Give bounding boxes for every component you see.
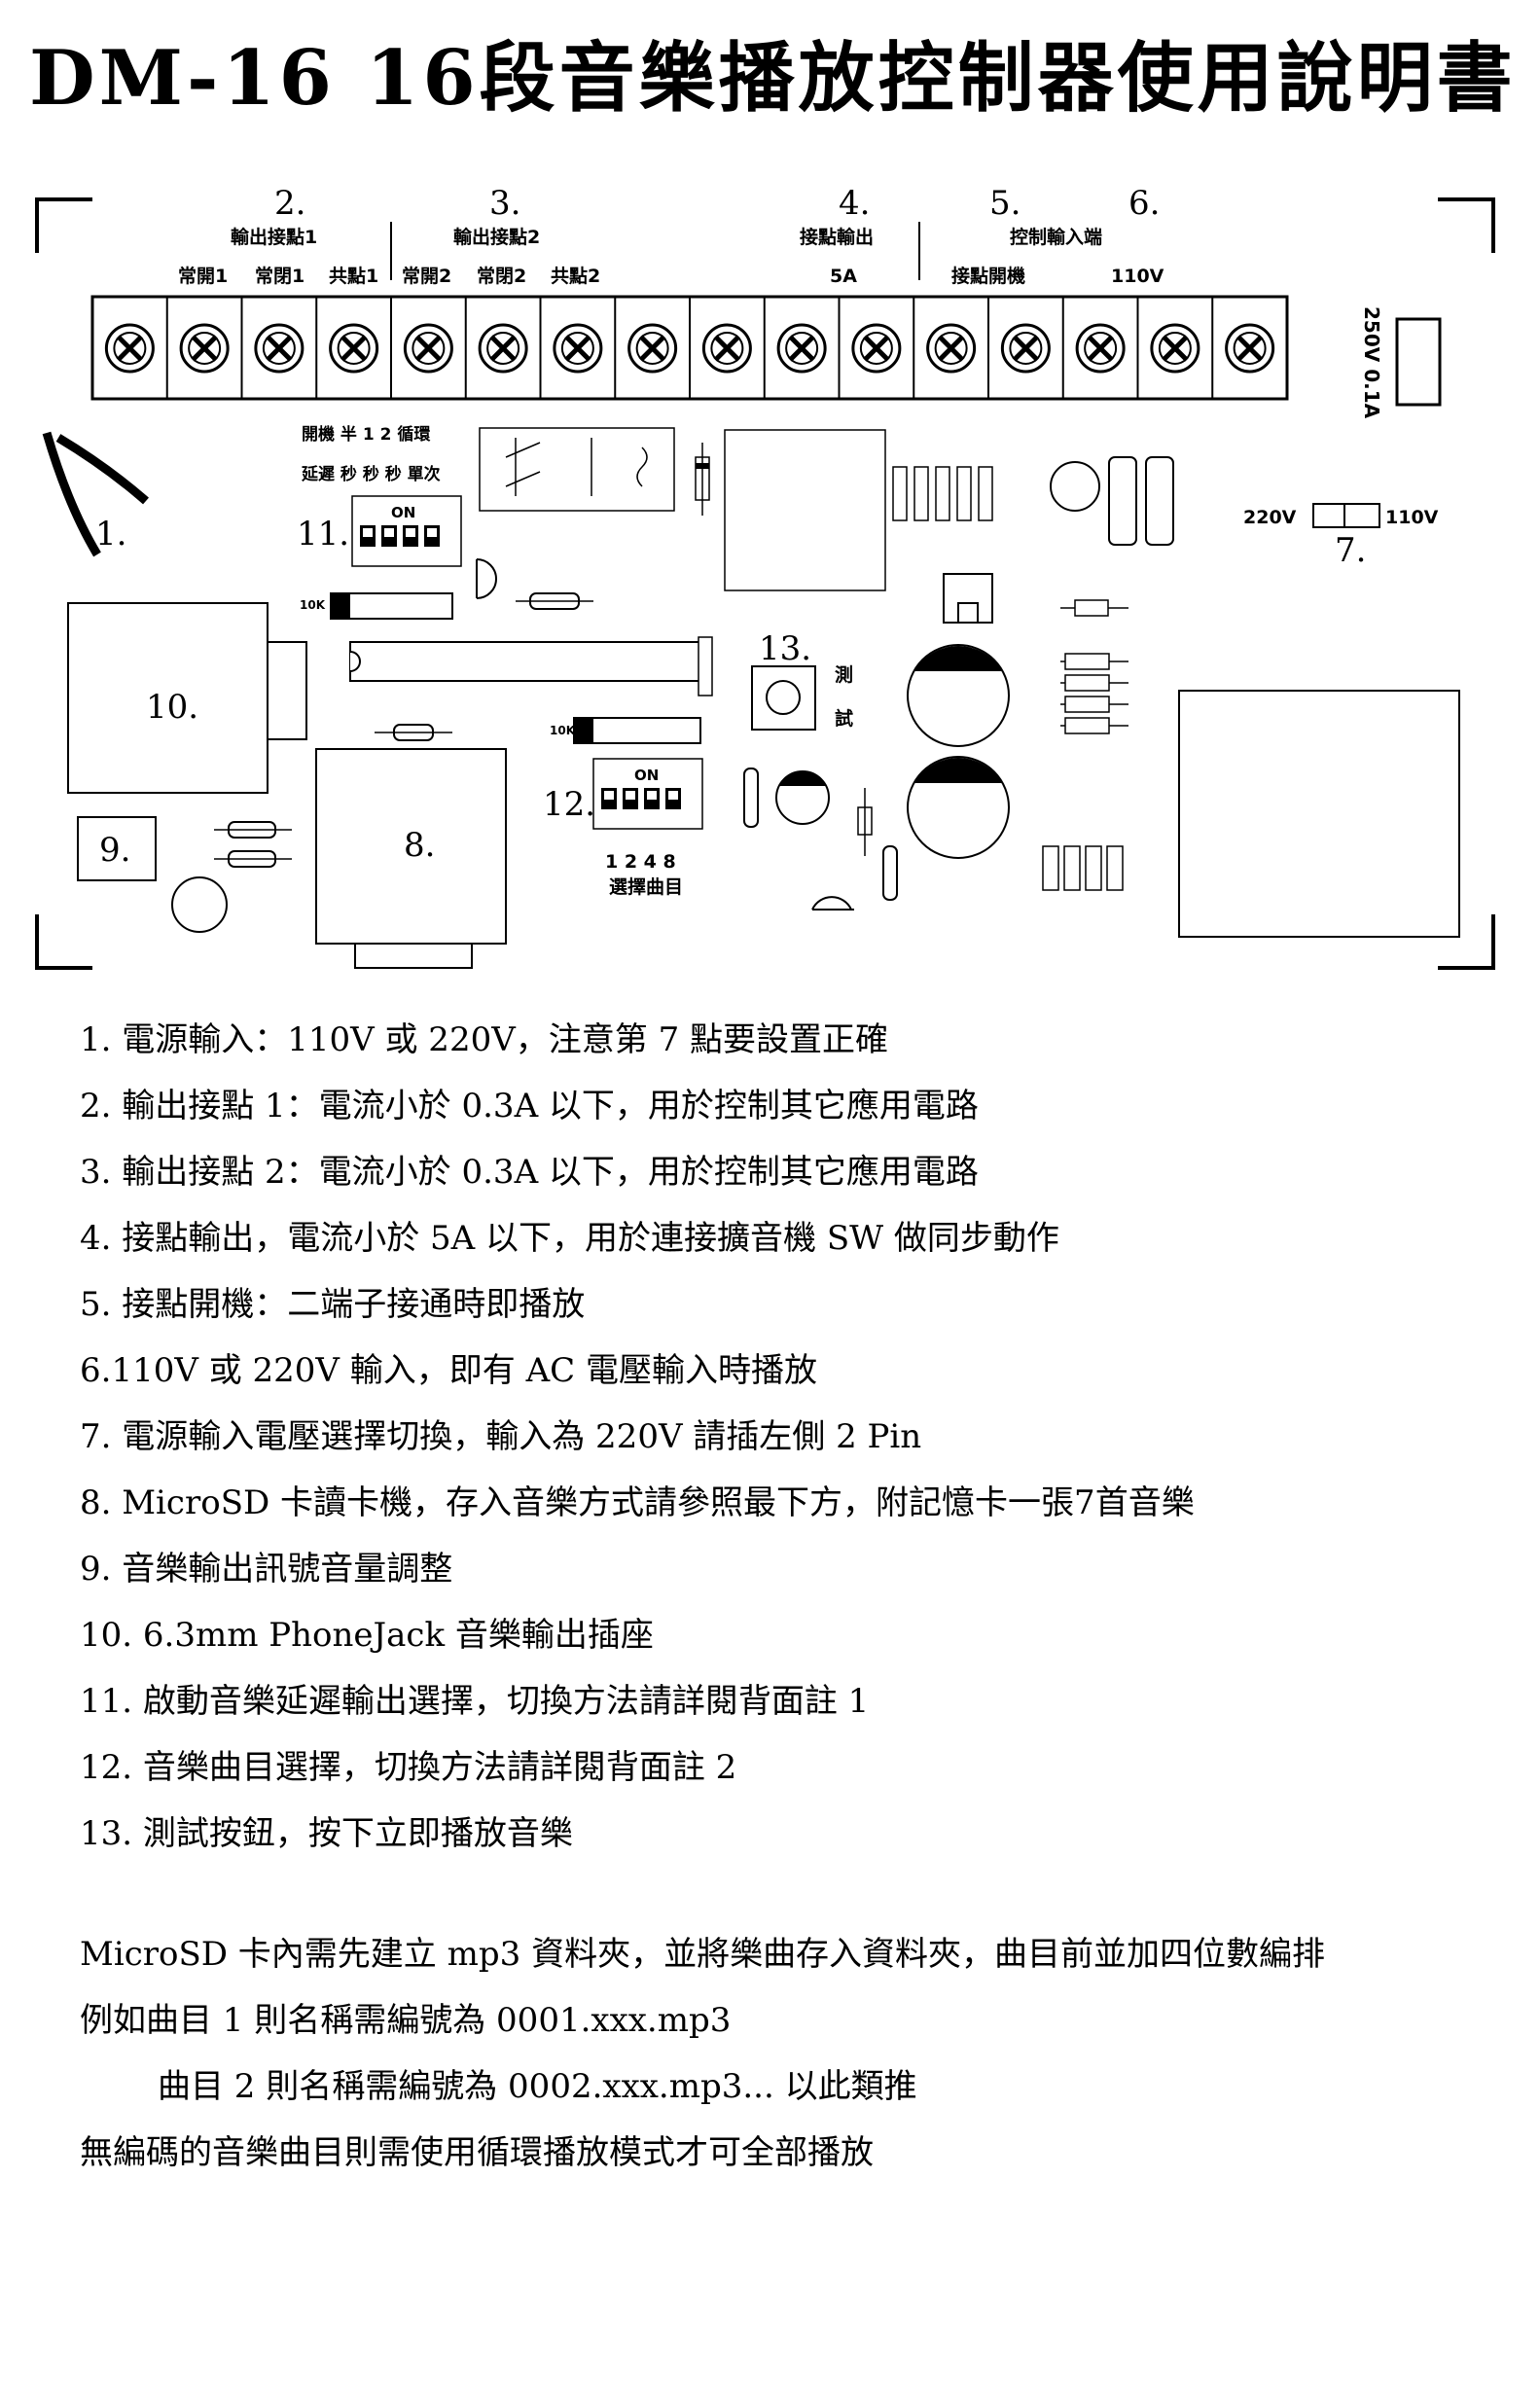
group-control-input: 控制輸入端 [1010, 226, 1102, 248]
note-5: 5. 接點開機：二端子接通時即播放 [80, 1285, 586, 1324]
terminal-screw [689, 297, 752, 399]
volume-pot [77, 816, 157, 881]
page-title: DM-16 16段音樂播放控制器使用說明書 [29, 34, 1517, 123]
callout-7: 7. [1335, 531, 1366, 570]
terminal-screw [104, 323, 155, 374]
svg-text:10K: 10K [550, 724, 576, 737]
relay [479, 427, 675, 512]
dip1-label-row1: 開機 半 1 2 循環 [302, 424, 431, 445]
svg-text:試: 試 [835, 707, 853, 730]
callout-13: 13. [759, 629, 811, 668]
instruction-line-2: 例如曲目 1 則名稱需編號為 0001.xxx.mp3 [80, 2001, 732, 2040]
terminal-label-nc1: 常閉1 [255, 265, 304, 287]
note-6: 6.110V 或 220V 輸入，即有 AC 電壓輸入時播放 [80, 1351, 817, 1390]
terminal-screw [1136, 297, 1200, 399]
callout-1: 1. [95, 515, 126, 554]
instruction-line-3: 曲目 2 則名稱需編號為 0002.xxx.mp3... 以此類推 [158, 2067, 917, 2106]
terminal-screw [240, 297, 304, 399]
circuit-board-diagram: 2. 3. 4. 5. 6. 輸出接點1 輸出接點2 接點輸出 控制輸入端 常開… [0, 175, 1540, 1002]
note-13: 13. 測試按鈕，按下立即播放音樂 [80, 1814, 573, 1853]
callout-10: 10. [146, 688, 198, 727]
note-9: 9. 音樂輸出訊號音量調整 [80, 1550, 453, 1589]
feature-notes: 1. 電源輸入：110V 或 220V，注意第 7 點要設置正確 2. 輸出接點… [80, 1007, 1490, 1867]
callout-4: 4. [839, 184, 870, 223]
terminal-screw [838, 297, 902, 399]
note-2: 2. 輸出接點 1：電流小於 0.3A 以下，用於控制其它應用電路 [80, 1087, 979, 1125]
voltage-select-110v: 110V [1385, 507, 1439, 528]
microsd-instructions: MicroSD 卡內需先建立 mp3 資料夾，並將樂曲存入資料夾，曲目前並加四位… [80, 1921, 1500, 2186]
note-11: 11. 啟動音樂延遲輸出選擇，切換方法請詳閱背面註 1 [80, 1682, 870, 1721]
svg-text:ON: ON [634, 767, 659, 784]
fuse-holder [1395, 317, 1442, 407]
voltage-select-220v: 220V [1243, 507, 1297, 528]
terminal-label-com2: 共點2 [551, 265, 600, 287]
note-8: 8. MicroSD 卡讀卡機，存入音樂方式請參照最下方，附記憶卡一張7首音樂 [80, 1483, 1195, 1522]
terminal-screw [913, 297, 977, 399]
svg-text:10K: 10K [300, 598, 326, 612]
callout-12: 12. [543, 785, 595, 824]
terminal-label-contact-start: 接點開機 [951, 265, 1025, 287]
terminal-screw [1061, 297, 1126, 399]
terminal-screw [165, 297, 230, 399]
group-output-1: 輸出接點1 [231, 226, 317, 248]
terminal-screw [390, 297, 453, 399]
terminal-block [90, 295, 1289, 401]
fuse-rating: 250V 0.1A [1360, 306, 1383, 419]
terminal-label-110v: 110V [1111, 266, 1164, 287]
terminal-label-no2: 常開2 [402, 265, 451, 287]
note-7: 7. 電源輸入電壓選擇切換，輸入為 220V 請插左側 2 Pin [80, 1417, 922, 1456]
note-4: 4. 接點輸出，電流小於 5A 以下，用於連接擴音機 SW 做同步動作 [80, 1219, 1059, 1258]
terminal-screw [315, 297, 379, 399]
group-contact-out: 接點輸出 [800, 226, 874, 248]
callout-5: 5. [989, 184, 1021, 223]
callout-8: 8. [404, 826, 435, 865]
note-1: 1. 電源輸入：110V 或 220V，注意第 7 點要設置正確 [80, 1020, 889, 1059]
ic-chip [349, 641, 701, 682]
phone-jack [67, 602, 269, 794]
terminal-screw [464, 297, 528, 399]
callout-2: 2. [274, 184, 305, 223]
terminal-label-com1: 共點1 [329, 265, 378, 287]
speaker-module [1178, 690, 1460, 938]
note-12: 12. 音樂曲目選擇，切換方法請詳閱背面註 2 [80, 1748, 737, 1787]
dip2-bit-values: 1 2 4 8 [605, 851, 676, 873]
note-3: 3. 輸出接點 2：電流小於 0.3A 以下，用於控制其它應用電路 [80, 1153, 979, 1192]
svg-text:測: 測 [835, 663, 853, 686]
terminal-label-no1: 常開1 [178, 265, 228, 287]
instruction-line-1: MicroSD 卡內需先建立 mp3 資料夾，並將樂曲存入資料夾，曲目前並加四位… [80, 1935, 1326, 1974]
dip2-caption: 選擇曲目 [609, 876, 683, 898]
terminal-screw [987, 297, 1051, 399]
callout-9: 9. [99, 831, 130, 870]
instruction-line-4: 無編碼的音樂曲目則需使用循環播放模式才可全部播放 [80, 2133, 874, 2172]
transformer [724, 429, 886, 591]
svg-text:ON: ON [391, 504, 415, 521]
terminal-screw [539, 297, 603, 399]
group-output-2: 輸出接點2 [453, 226, 540, 248]
callout-11: 11. [297, 515, 349, 554]
terminal-label-nc2: 常閉2 [477, 265, 526, 287]
note-10: 10. 6.3mm PhoneJack 音樂輸出插座 [80, 1616, 654, 1655]
callout-6: 6. [1128, 184, 1160, 223]
terminal-screw [614, 297, 678, 399]
callout-3: 3. [489, 184, 520, 223]
terminal-screw [763, 297, 827, 399]
dip1-label-row2: 延遲 秒 秒 秒 單次 [301, 464, 441, 484]
terminal-label-5a: 5A [830, 266, 857, 287]
terminal-screw [1211, 297, 1275, 399]
